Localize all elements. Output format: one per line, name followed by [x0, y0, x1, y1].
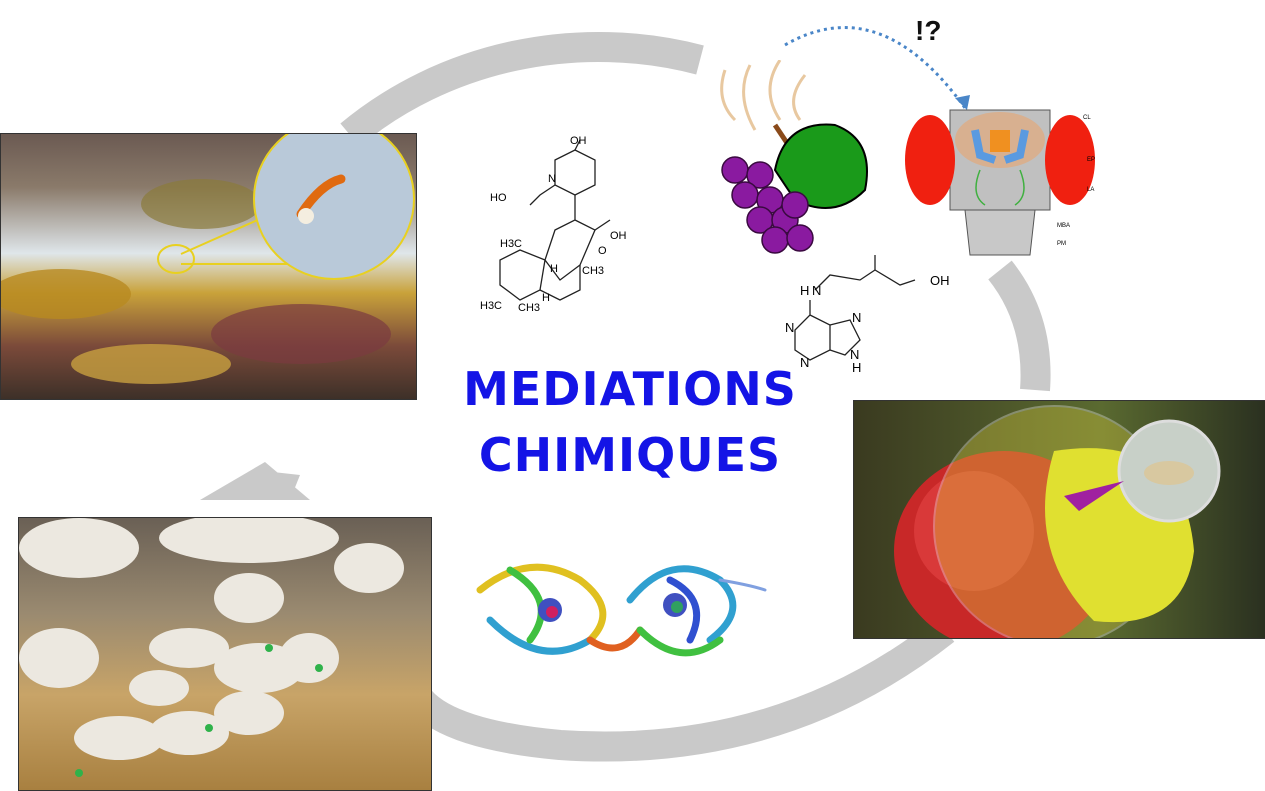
- label-ch3: CH3: [518, 302, 541, 314]
- label-h: H: [852, 360, 862, 375]
- label-n: N: [850, 347, 860, 362]
- molecule-1-structure: OH N HO OH O H3C H CH3 H H3C CH3: [470, 130, 640, 320]
- label-hn: H N: [800, 283, 822, 298]
- label-ho: HO: [490, 192, 507, 204]
- label-oh: OH: [930, 273, 950, 288]
- label-h3c: H3C: [500, 238, 523, 250]
- apple-photo: [853, 400, 1265, 639]
- question-annotation: !?: [915, 15, 942, 46]
- grapes-icon: [720, 60, 868, 254]
- label-pm: PM: [1057, 241, 1066, 247]
- fly-head-diagram: CL EP LA MBA PM: [905, 105, 1095, 265]
- label-h3c: H3C: [480, 300, 503, 312]
- protein-structure-image: [476, 563, 767, 657]
- label-o: O: [598, 245, 607, 257]
- label-h: H: [542, 292, 550, 304]
- title-line-2: CHIMIQUES: [478, 428, 782, 482]
- label-la: LA: [1087, 187, 1095, 193]
- label-h: H: [550, 263, 558, 275]
- label-n: N: [785, 320, 795, 335]
- sheep-photo: [18, 517, 432, 791]
- label-ep: EP: [1087, 157, 1096, 163]
- molecule-2-structure: H N OH N N N N H: [780, 255, 960, 375]
- label-n: N: [548, 173, 556, 185]
- title-line-1: MEDIATIONS: [463, 362, 797, 416]
- label-ch3: CH3: [582, 265, 605, 277]
- seaweed-photo: [0, 133, 417, 400]
- label-n: N: [852, 310, 862, 325]
- label-mba: MBA: [1057, 223, 1071, 229]
- label-n: N: [800, 355, 810, 370]
- label-oh: OH: [570, 135, 587, 147]
- label-oh: OH: [610, 230, 627, 242]
- label-cl: CL: [1083, 115, 1091, 121]
